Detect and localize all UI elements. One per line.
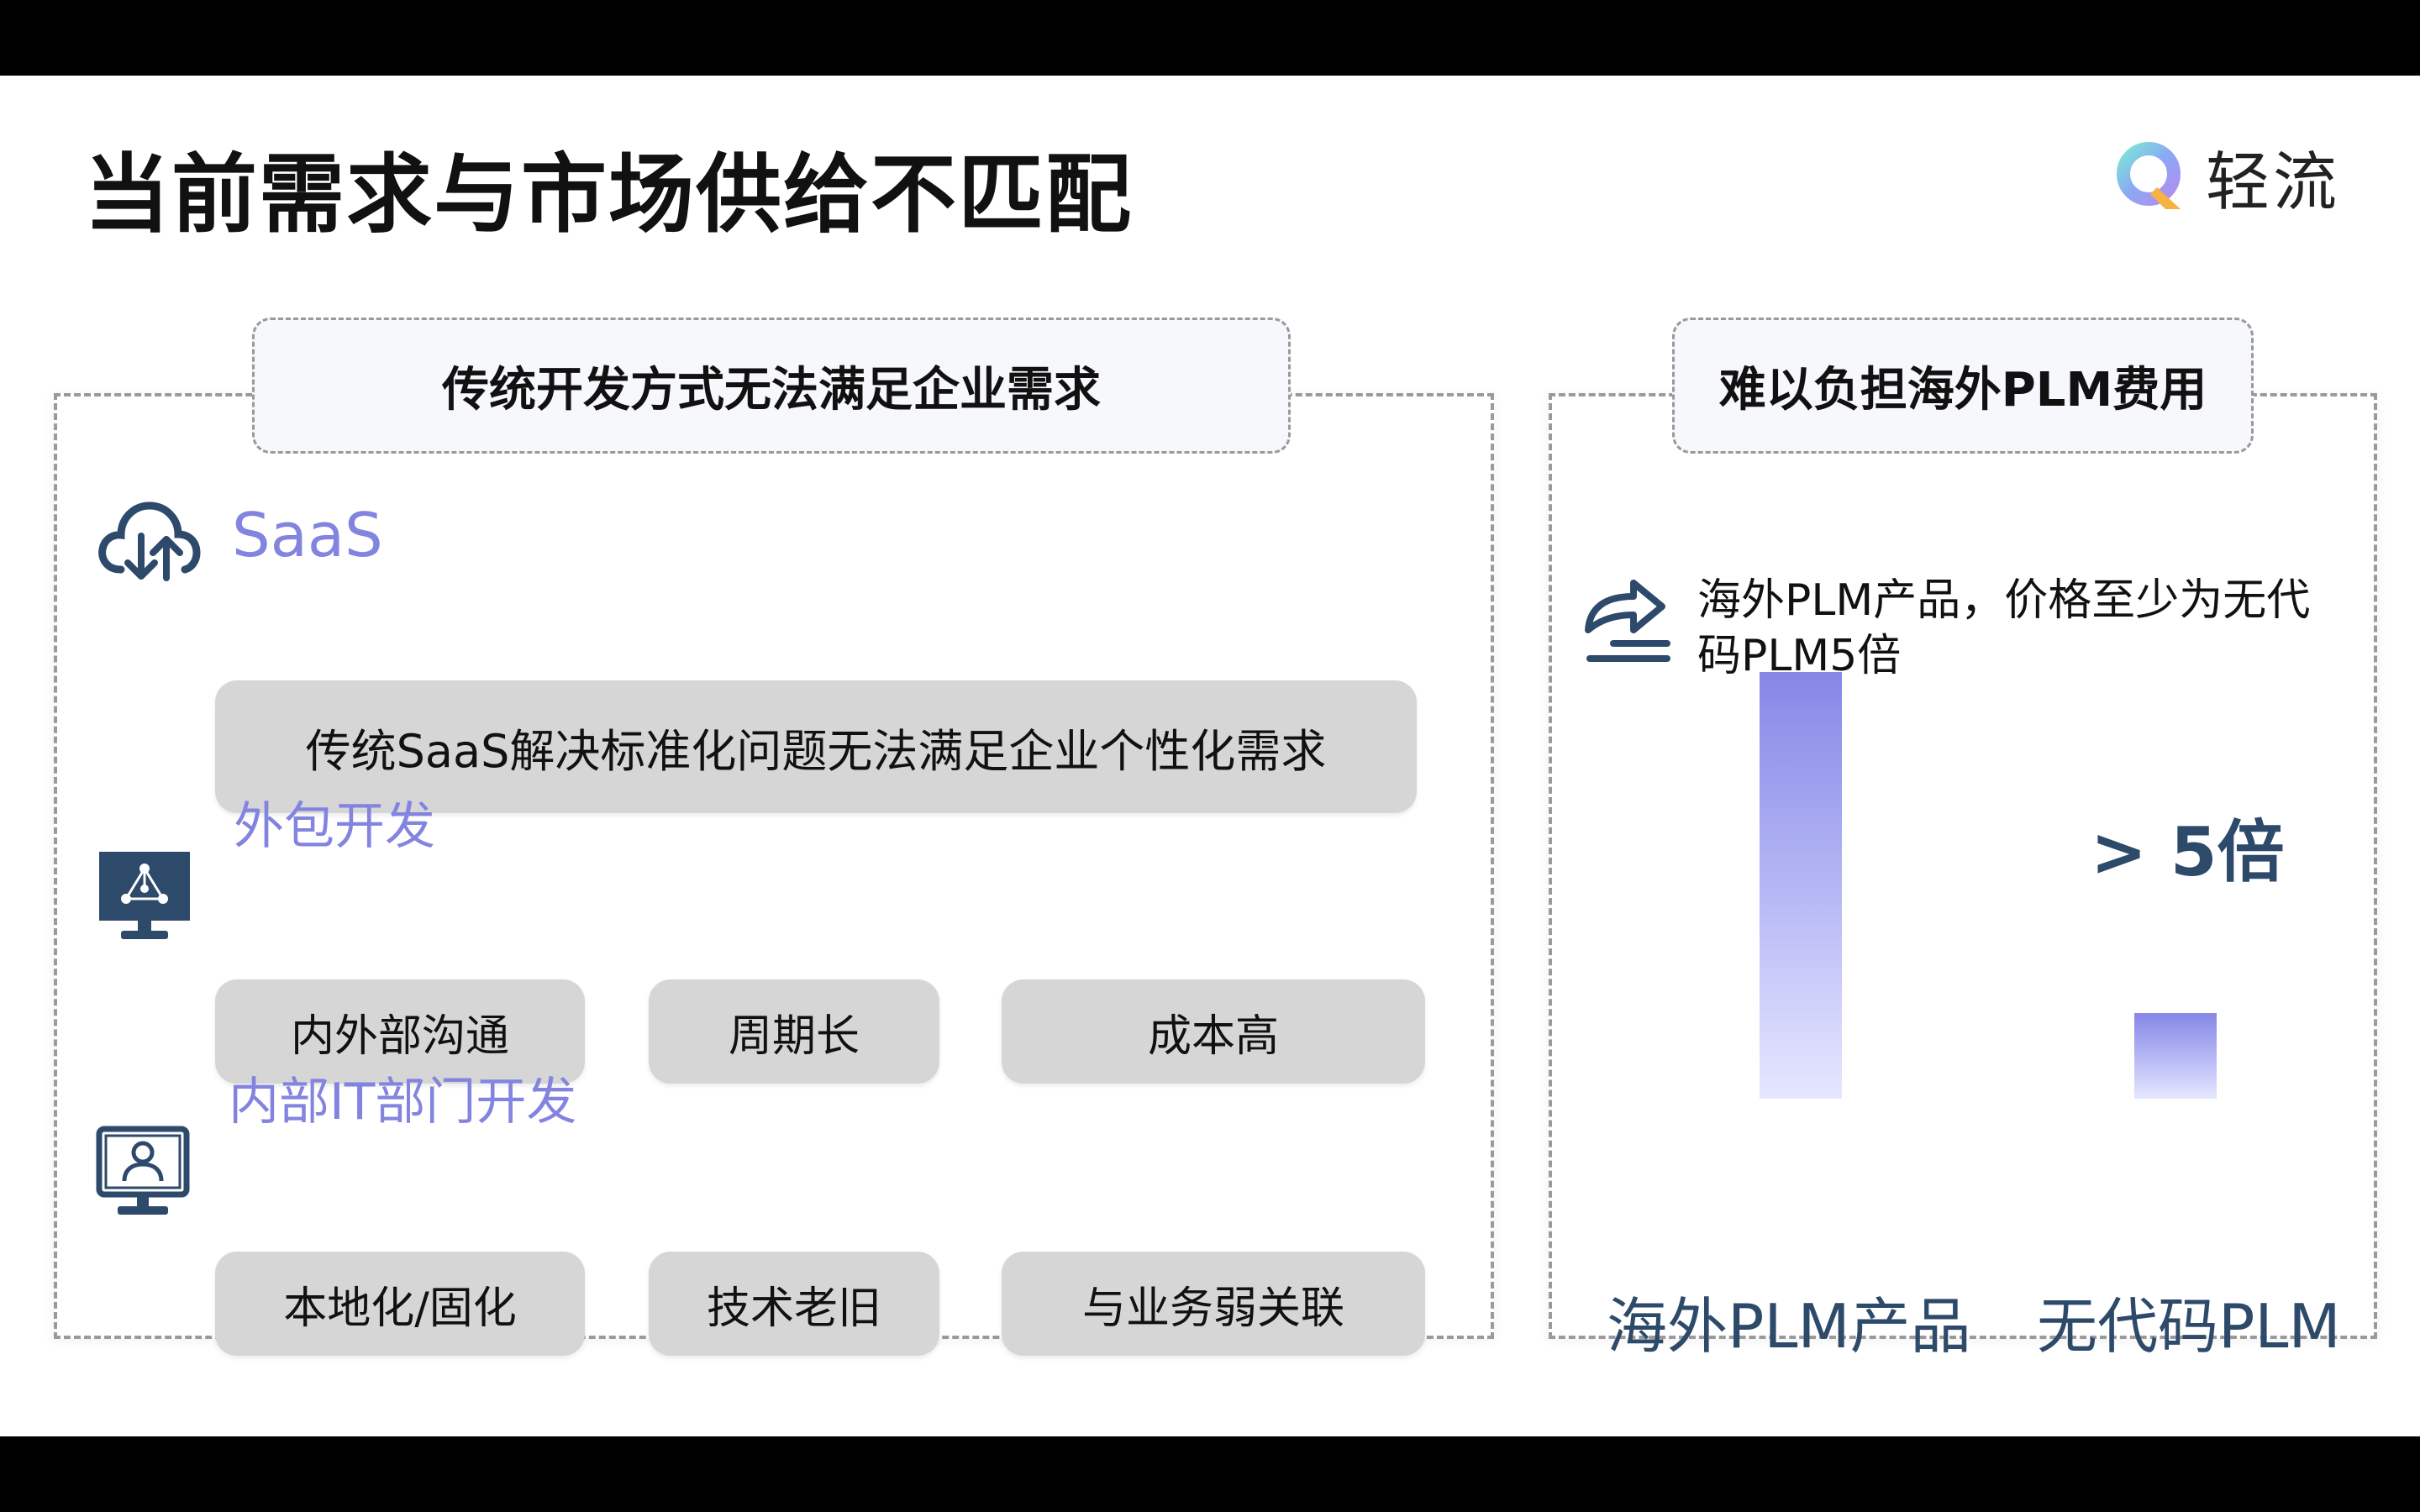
brand-logo: 轻流 bbox=[2113, 130, 2340, 223]
share-arrow-icon bbox=[1585, 580, 1670, 662]
qingliu-logo-icon bbox=[2117, 142, 2181, 209]
price-note: 海外PLM产品，价格至少为无代码PLM5倍 bbox=[1697, 575, 2311, 681]
saas-label: SaaS bbox=[232, 500, 383, 570]
overseas-plm-panel bbox=[1549, 393, 2377, 1339]
chart-bar-nocode-plm bbox=[2134, 1013, 2217, 1099]
traditional-dev-header: 传统开发方式无法满足企业需求 bbox=[252, 318, 1291, 454]
internal-it-item: 本地化/固化 bbox=[215, 1252, 585, 1356]
brand-name: 轻流 bbox=[2206, 144, 2340, 219]
chart-category-label: 海外PLM产品 bbox=[1607, 1291, 1971, 1362]
outsourcing-item: 成本高 bbox=[1002, 979, 1425, 1084]
traditional-dev-panel bbox=[54, 393, 1494, 1339]
overseas-plm-header: 难以负担海外PLM费用 bbox=[1672, 318, 2254, 454]
internal-it-item: 与业务弱关联 bbox=[1002, 1252, 1425, 1356]
page-title: 当前需求与市场供给不匹配 bbox=[84, 145, 1133, 245]
ratio-label: > 5倍 bbox=[2091, 813, 2285, 891]
outsourcing-label: 外包开发 bbox=[234, 797, 435, 856]
internal-it-item: 技术老旧 bbox=[649, 1252, 939, 1356]
outsourcing-item: 周期长 bbox=[649, 979, 939, 1084]
saas-description: 传统SaaS解决标准化问题无法满足企业个性化需求 bbox=[215, 680, 1417, 813]
internal-it-label: 内部IT部门开发 bbox=[229, 1073, 577, 1131]
user-monitor-icon bbox=[96, 1126, 190, 1215]
outsourcing-item: 内外部沟通 bbox=[215, 979, 585, 1084]
cloud-sync-icon bbox=[98, 501, 201, 581]
chart-category-label: 无代码PLM bbox=[2037, 1291, 2341, 1362]
network-monitor-icon bbox=[99, 852, 190, 939]
chart-bar-overseas-plm bbox=[1760, 672, 1842, 1099]
slide: 当前需求与市场供给不匹配 轻流 传统开发方式无法满足企业需求 难以负担海外PLM… bbox=[0, 76, 2420, 1436]
